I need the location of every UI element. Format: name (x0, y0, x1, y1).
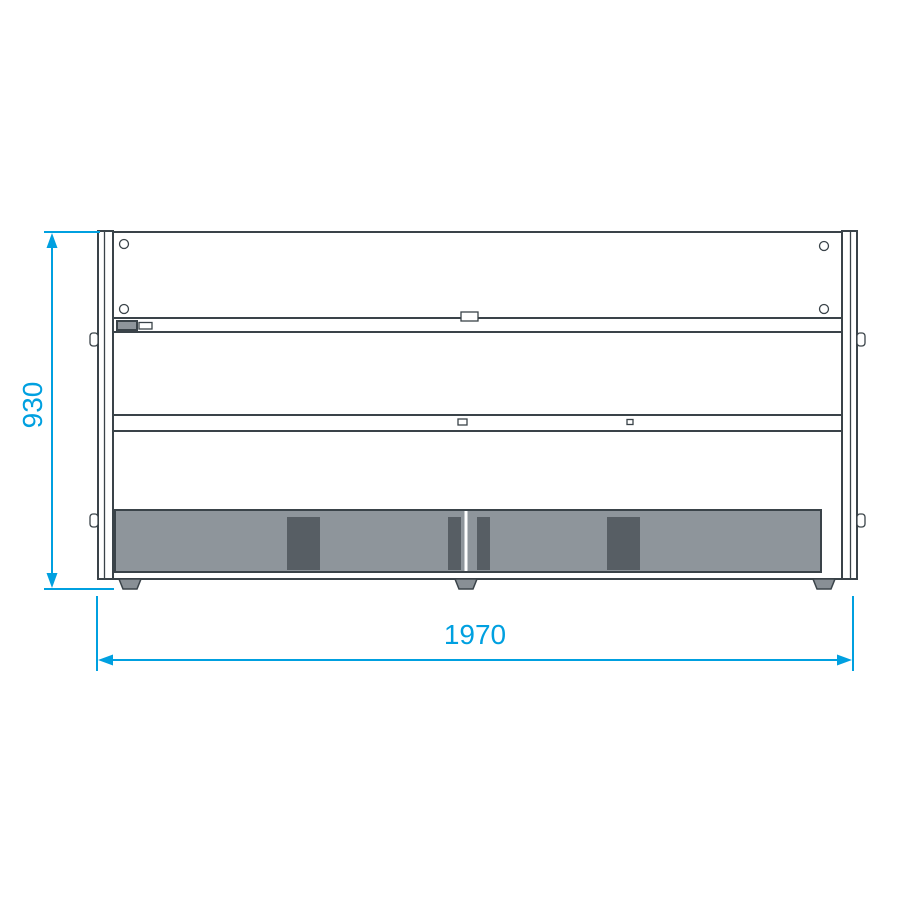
arrowhead-up-icon (46, 233, 58, 248)
shelf-center-bracket (457, 418, 468, 426)
height-dimension: 930 (17, 231, 114, 590)
foot (453, 578, 479, 590)
vent-slot (448, 517, 461, 570)
hinge-tab (856, 513, 866, 528)
foot (117, 578, 143, 590)
width-dimension: 1970 (96, 596, 854, 671)
height-dimension-label: 930 (17, 382, 48, 429)
hinge-tabs (89, 332, 866, 528)
upper-panel (112, 231, 843, 319)
right-side-post (841, 230, 858, 580)
arrowhead-right-icon (837, 654, 852, 666)
left-side-post (97, 230, 114, 580)
foot (811, 578, 837, 590)
corner-bolt (118, 303, 130, 315)
corner-bolt (118, 238, 130, 250)
hinge-tab (856, 332, 866, 347)
hinge-tab (89, 332, 99, 347)
shelf-small-bracket (626, 418, 634, 426)
vent-slot (607, 517, 640, 570)
arrowhead-down-icon (46, 573, 58, 588)
base-panel (114, 509, 822, 573)
corner-bolt (818, 240, 830, 252)
hinge-tab (89, 513, 99, 528)
vent-slot (477, 517, 490, 570)
latch-detail-block (116, 320, 138, 331)
width-dimension-label: 1970 (444, 619, 506, 650)
corner-bolt (818, 303, 830, 315)
arrowhead-left-icon (98, 654, 113, 666)
base-assembly (114, 509, 837, 590)
handle (460, 311, 479, 322)
latch-detail-plate (138, 321, 153, 330)
cabinet-frame (97, 230, 858, 580)
vent-slot (287, 517, 320, 570)
